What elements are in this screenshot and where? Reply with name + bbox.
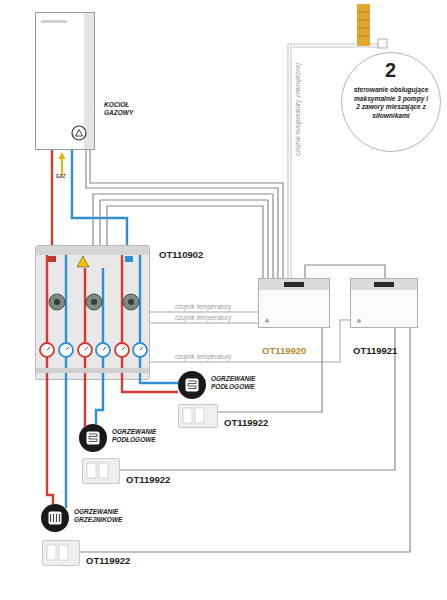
manifold-box: OT110902 [35,245,150,380]
thermostat-box: OT119922 [178,404,218,428]
thermostat-box: OT119922 [42,540,80,566]
sensor-ribs [357,12,370,36]
return-pipe [65,380,67,508]
thermostat-box: OT119922 [82,458,120,484]
part-code: OT119922 [224,417,268,428]
circuit-label: OGRZEWANIE PODŁOGOWE [211,375,267,391]
callout-number: 2 [342,59,439,81]
connector [150,322,258,324]
edge-label: czujnik temperatury [175,314,231,321]
boiler-box: KOCIOŁ GAZOWY [35,12,95,150]
sensor-cap [378,39,387,48]
part-code: OT119922 [86,555,130,566]
part-code: OT119922 [126,474,170,485]
connector [218,328,322,412]
info-text: sterowanie obsługujące maksymalnie 3 pom… [352,86,430,120]
connector [96,380,103,424]
part-code: OT119920 [262,345,306,356]
edge-label: czujnik temperatury [175,353,231,360]
return-pipe [140,380,178,383]
circuit-icon: OGRZEWANIE PODŁOGOWE [79,424,107,452]
info-circle: 2 sterowanie obsługujące maksymalnie 3 po… [341,52,441,152]
connector [51,150,53,245]
part-code: OT119921 [353,345,397,356]
circuit-label: OGRZEWANIE PODŁOGOWE [112,428,168,444]
connector [150,311,258,313]
circuit-icon: OGRZEWANIE GRZEJNIKOWE [41,504,69,532]
sensor-cable-label: czujnik temperatury zewnętrznej [294,60,301,160]
controller-box: OT119920 [258,278,330,328]
gas-arrow-head [59,152,66,159]
boiler-heading: KOCIOŁ GAZOWY [104,101,140,117]
gas-label: GAZ [56,174,66,179]
gas-arrow [61,158,63,175]
supply-pipe [84,380,86,427]
circuit-icon: OGRZEWANIE PODŁOGOWE [178,371,206,399]
part-code: OT110902 [159,249,203,260]
controller-box: OT119921 [350,278,418,328]
edge-label: czujnik temperatury [175,303,231,310]
circuit-label: OGRZEWANIE GRZEJNIKOWE [74,508,134,524]
connector [47,380,53,504]
connector [122,380,178,392]
outdoor-sensor [357,4,370,46]
connector [305,265,385,278]
